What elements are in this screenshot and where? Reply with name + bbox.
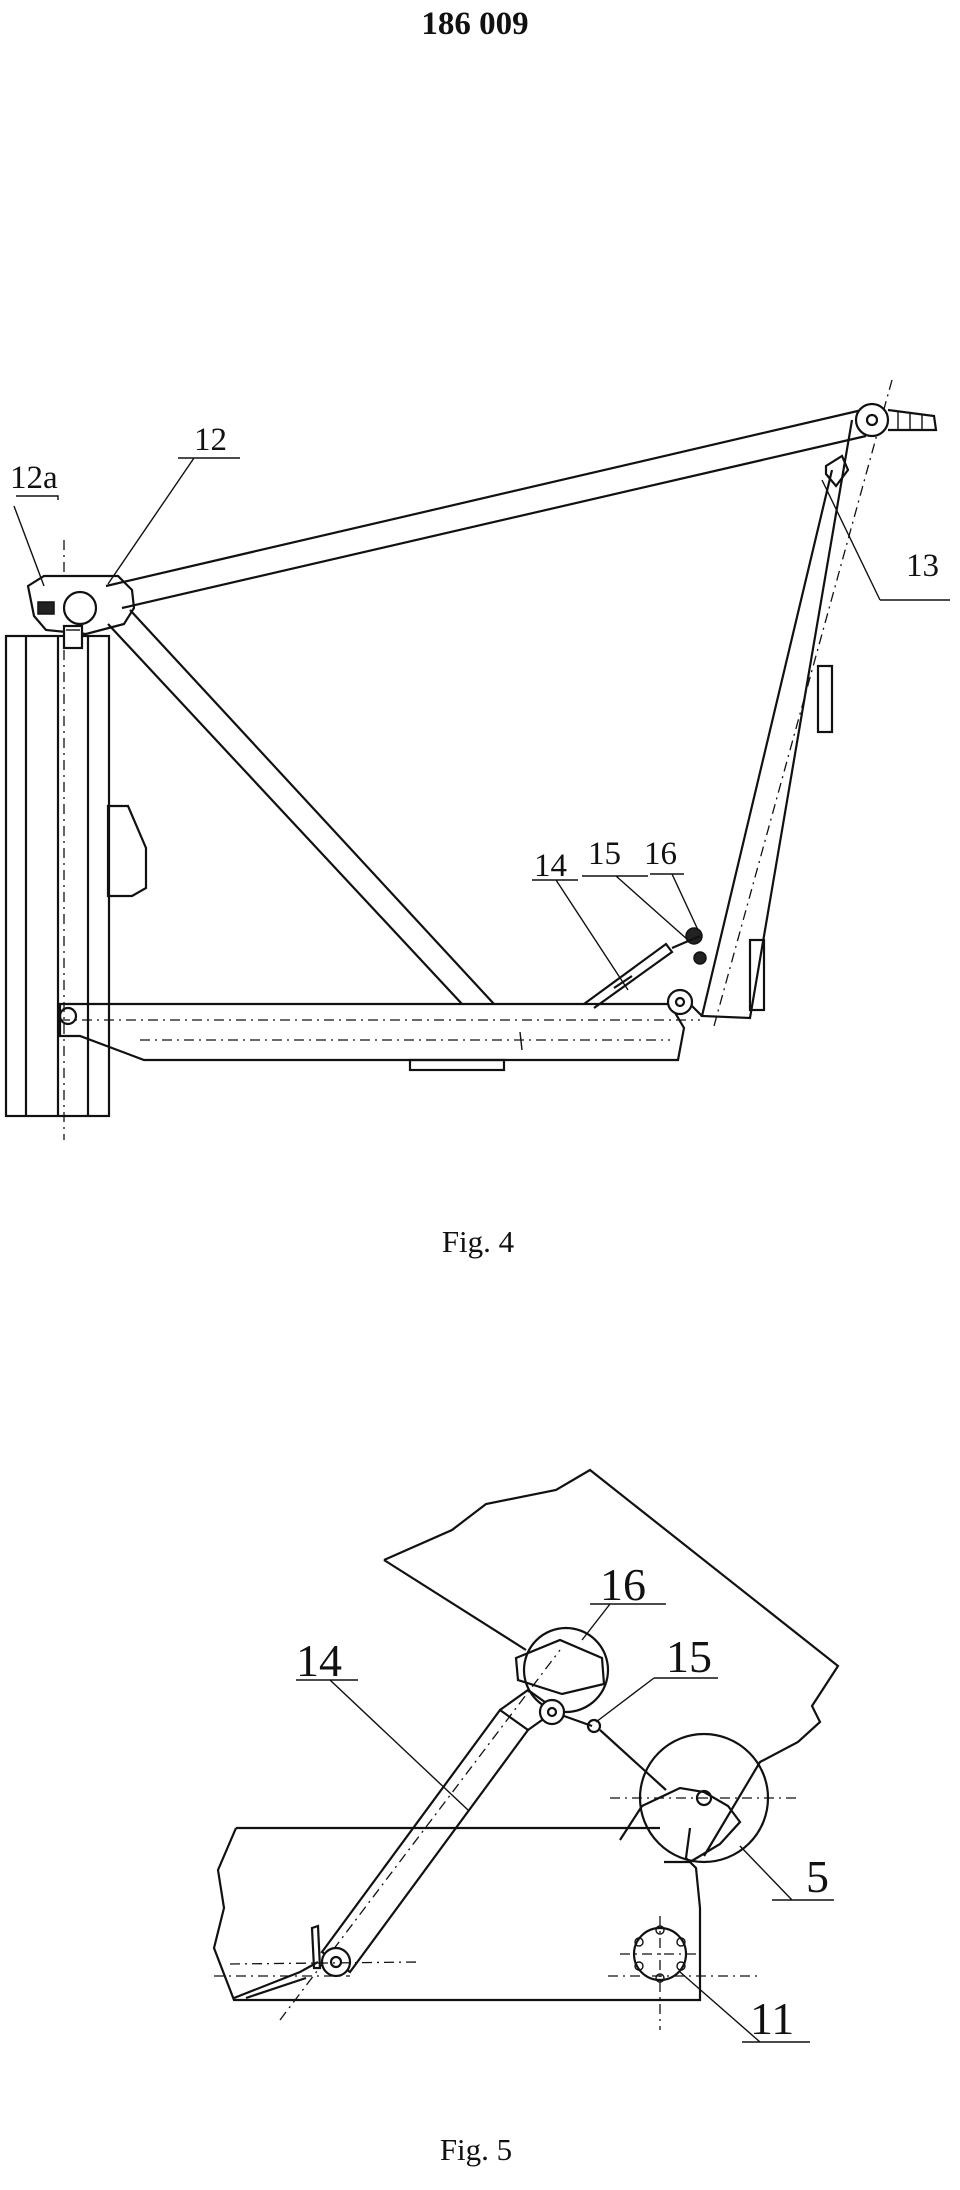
label-16: 16 [644, 836, 677, 872]
vertical-column [4, 540, 148, 1140]
figure-5-caption: Fig. 5 [440, 2132, 512, 2167]
upper-tie-boom [105, 408, 867, 610]
label-13: 13 [906, 548, 939, 584]
fig5-label-5: 5 [806, 1851, 829, 1902]
label-12a: 12a [10, 460, 58, 496]
hydraulic-cylinder-14-detail [229, 1649, 561, 2021]
document-number: 186 009 [421, 6, 528, 42]
figure-4-caption: Fig. 4 [442, 1224, 515, 1259]
jib-foot-pivot [666, 988, 694, 1016]
fig5-label-11: 11 [750, 1993, 794, 2044]
figure-4: 12a 12 13 14 15 16 Fig. 4 [4, 379, 950, 1259]
label-14: 14 [534, 848, 567, 884]
pivot-head-12 [26, 574, 136, 650]
fig5-label-14: 14 [296, 1635, 342, 1686]
inclined-jib [685, 379, 938, 1027]
fig4-leader-lines [13, 457, 950, 991]
pivot-circle-5 [610, 1732, 800, 1864]
bolt-circle-11 [620, 1925, 700, 1983]
figure-5: 16 15 14 5 11 Fig. 5 [212, 1468, 840, 2167]
horizontal-base-arm [58, 1002, 700, 1072]
fig5-label-15: 15 [666, 1631, 712, 1682]
cylinder-head-16 [514, 1626, 667, 1791]
jib-plate [383, 1468, 840, 1857]
label-12: 12 [194, 422, 227, 458]
base-frame [212, 1826, 760, 2030]
fig5-leader-lines [296, 1603, 834, 2043]
label-15: 15 [588, 836, 621, 872]
fig5-label-16: 16 [600, 1559, 646, 1610]
diagonal-strut [107, 609, 495, 1005]
